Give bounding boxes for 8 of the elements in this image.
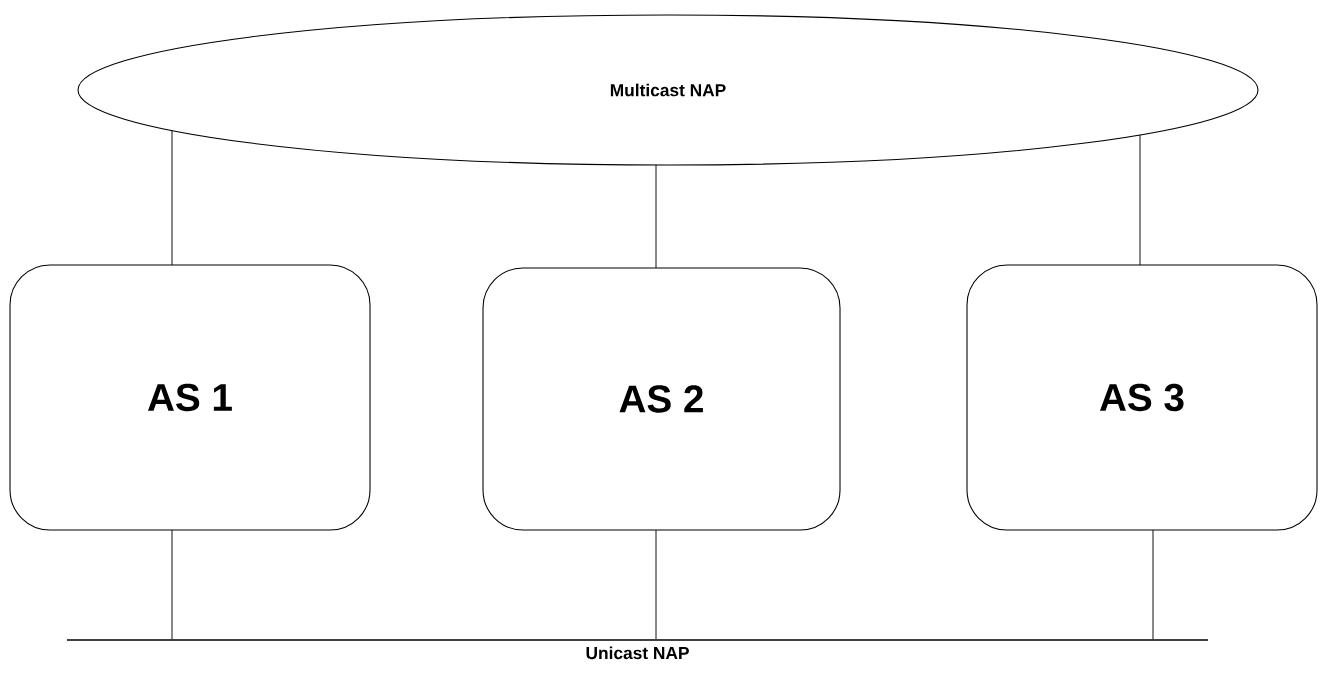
connector-line <box>1152 529 1154 640</box>
node-label: Unicast NAP <box>586 646 689 660</box>
rounded-box: AS 1 <box>9 264 371 531</box>
rounded-box: AS 3 <box>966 264 1318 531</box>
rounded-box: AS 2 <box>482 267 841 531</box>
network-bar: Unicast NAP <box>67 639 1208 660</box>
connector-line <box>171 529 173 640</box>
connector-line <box>655 529 657 640</box>
